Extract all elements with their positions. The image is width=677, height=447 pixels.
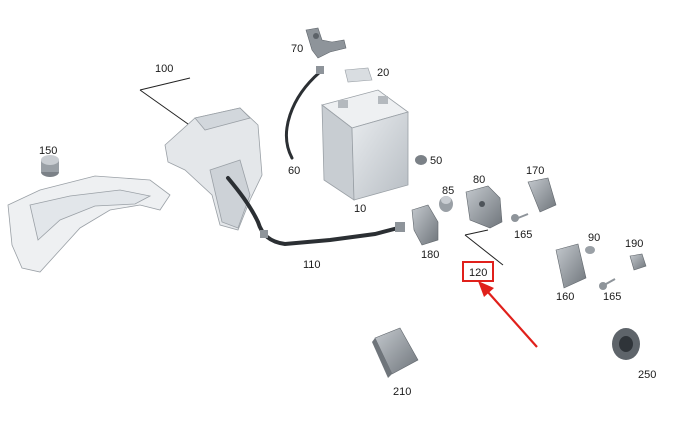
label-80: 80 [473, 174, 485, 186]
label-90: 90 [588, 232, 600, 244]
part-70-terminal-clamp[interactable] [305, 27, 347, 59]
red-arrow-icon [478, 281, 538, 348]
label-120: 120 [469, 267, 487, 279]
label-100: 100 [155, 63, 173, 75]
part-180-bracket[interactable] [411, 204, 439, 246]
part-210-control-unit[interactable] [372, 327, 419, 378]
part-60-cable[interactable] [285, 66, 324, 160]
label-180: 180 [421, 249, 439, 261]
label-150: 150 [39, 145, 57, 157]
label-85: 85 [442, 185, 454, 197]
part-160-cover[interactable] [555, 243, 587, 289]
label-165a: 165 [514, 229, 532, 241]
part-10-battery[interactable] [321, 89, 409, 201]
part-50-plug[interactable] [415, 155, 427, 165]
part-80-distributor[interactable] [465, 185, 503, 229]
label-210: 210 [393, 386, 411, 398]
part-190-clip[interactable] [629, 253, 647, 271]
label-70: 70 [291, 43, 303, 55]
label-160: 160 [556, 291, 574, 303]
label-190: 190 [625, 238, 643, 250]
label-250: 250 [638, 369, 656, 381]
part-20-cover[interactable] [344, 67, 373, 83]
label-170: 170 [526, 165, 544, 177]
part-90-cap[interactable] [585, 246, 595, 254]
fender-panel [7, 175, 171, 273]
label-60: 60 [288, 165, 300, 177]
label-10: 10 [354, 203, 366, 215]
part-110-cable[interactable] [226, 176, 405, 247]
label-165b: 165 [603, 291, 621, 303]
part-165b-screw[interactable] [599, 278, 616, 290]
part-85-connector[interactable] [439, 196, 453, 212]
part-165a-screw[interactable] [511, 213, 529, 222]
part-250-horn[interactable] [612, 328, 640, 360]
part-100-fuse-box[interactable] [164, 107, 263, 231]
part-170-relay-carrier[interactable] [527, 177, 557, 213]
leader-lines [139, 77, 504, 266]
label-110: 110 [303, 259, 321, 271]
label-20: 20 [377, 67, 389, 79]
part-150-grommet[interactable] [41, 155, 59, 177]
highlight-120[interactable]: 120 [462, 261, 494, 282]
label-50: 50 [430, 155, 442, 167]
